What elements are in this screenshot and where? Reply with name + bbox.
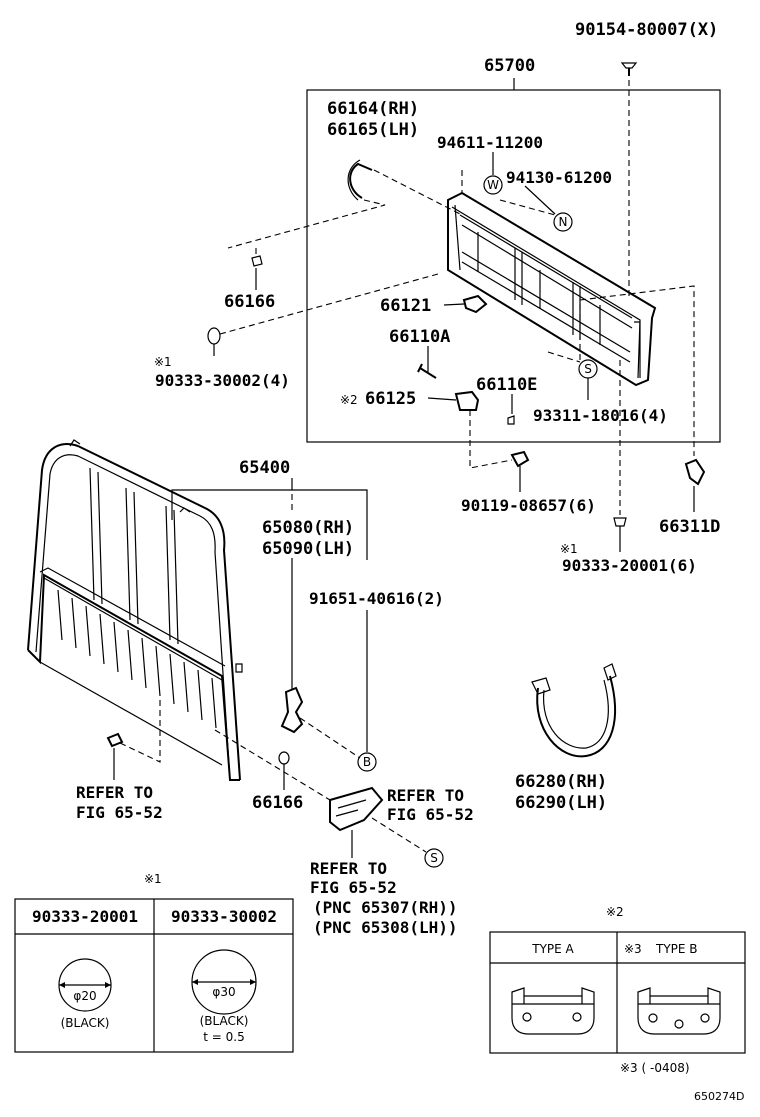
label-66165: 66165(LH) bbox=[327, 120, 419, 140]
label-65090: 65090(LH) bbox=[262, 539, 354, 559]
type-table bbox=[489, 931, 746, 1054]
refer-bottom-line2: FIG 65-52 bbox=[310, 878, 397, 897]
screw-90154-icon bbox=[620, 62, 638, 76]
refer-mid-line1: REFER TO bbox=[387, 786, 464, 805]
tailgate-panel-icon bbox=[447, 191, 657, 387]
label-66166-bottom: 66166 bbox=[252, 793, 303, 813]
hook-66164-icon bbox=[347, 159, 373, 201]
frame-dash-right bbox=[214, 729, 331, 801]
refer-left-line1: REFER TO bbox=[76, 783, 153, 802]
clamp-66311d-icon bbox=[684, 458, 706, 486]
clip-66110e-icon bbox=[507, 415, 515, 425]
label-90333-30002: 90333-30002(4) bbox=[155, 371, 290, 390]
type-table-note-mark: ※2 bbox=[606, 905, 624, 919]
label-90119: 90119-08657(6) bbox=[461, 496, 596, 515]
rear-guard-frame-icon bbox=[27, 439, 243, 781]
circle-b-mark bbox=[357, 752, 377, 772]
refer-left-line2: FIG 65-52 bbox=[76, 803, 163, 822]
n-leader bbox=[524, 185, 556, 215]
circle-w-mark bbox=[483, 175, 503, 195]
plug-col2-header: 90333-30002 bbox=[171, 907, 277, 926]
label-93311: 93311-18016(4) bbox=[533, 406, 668, 425]
circle-s-top-text: S bbox=[584, 362, 592, 376]
pad-66166-bottom-icon bbox=[278, 751, 290, 765]
hinge-type-b-icon bbox=[637, 987, 721, 1035]
refer-bottom-line4: (PNC 65308(LH)) bbox=[313, 918, 458, 937]
pin-66110a-icon bbox=[417, 363, 437, 379]
circle-w-text: W bbox=[487, 178, 499, 192]
plug-col1-dia: φ20 bbox=[73, 989, 96, 1003]
plug-30-circle-icon bbox=[191, 949, 257, 1015]
hook-dash-1 bbox=[373, 169, 463, 216]
circle-s-bottom-mark bbox=[424, 848, 444, 868]
label-90333-20001: 90333-20001(6) bbox=[562, 556, 697, 575]
plug-col1-header: 90333-20001 bbox=[32, 907, 138, 926]
plug-dash bbox=[219, 273, 439, 335]
bracket-leader bbox=[443, 303, 465, 306]
label-66121: 66121 bbox=[380, 296, 431, 316]
plate-66125-icon bbox=[454, 390, 480, 411]
label-66110e: 66110E bbox=[476, 375, 537, 395]
panel-dash-b bbox=[499, 199, 556, 216]
label-66166-top: 66166 bbox=[224, 292, 275, 312]
assembly-65400-bracket bbox=[171, 489, 368, 560]
frame-dash-left bbox=[117, 700, 161, 763]
label-65700: 65700 bbox=[484, 56, 535, 76]
plate-leader bbox=[427, 397, 457, 401]
bolt-90119-icon bbox=[510, 450, 530, 468]
label-66125: 66125 bbox=[365, 389, 416, 409]
label-66164: 66164(RH) bbox=[327, 99, 419, 119]
grommet-icon bbox=[106, 732, 124, 748]
label-65080: 65080(RH) bbox=[262, 518, 354, 538]
label-91651: 91651-40616(2) bbox=[309, 589, 444, 608]
plug-col2-thickness: t = 0.5 bbox=[203, 1030, 244, 1044]
refer-mid-line2: FIG 65-52 bbox=[387, 805, 474, 824]
label-66280: 66280(RH) bbox=[515, 772, 607, 792]
panel-dash-c bbox=[547, 351, 581, 363]
hinge-type-a-icon bbox=[511, 987, 595, 1035]
refer-bottom-line1: REFER TO bbox=[310, 859, 387, 878]
plug-col2-color: (BLACK) bbox=[200, 1014, 249, 1028]
circle-n-text: N bbox=[559, 215, 568, 229]
label-65400: 65400 bbox=[239, 458, 290, 478]
hinge-s-dash bbox=[371, 817, 427, 853]
plug-col1-color: (BLACK) bbox=[61, 1016, 110, 1030]
loop-66280-icon bbox=[531, 663, 617, 758]
note-2-left: ※2 bbox=[340, 393, 358, 407]
circle-b-text: B bbox=[363, 755, 371, 769]
label-66290: 66290(LH) bbox=[515, 793, 607, 813]
note-1-left: ※1 bbox=[154, 355, 172, 369]
plug-90333-20001-icon bbox=[613, 517, 627, 527]
pad-66166-top-icon bbox=[251, 255, 263, 267]
diagram-code: 650274D bbox=[694, 1090, 744, 1103]
hook-dash-2 bbox=[227, 199, 386, 249]
plug-90333-30002-icon bbox=[207, 327, 221, 345]
range-note: ※3 ( -0408) bbox=[620, 1061, 690, 1075]
bolt-90119-dash bbox=[469, 410, 513, 469]
plug-table-note-mark: ※1 bbox=[144, 872, 162, 886]
hook-b-dash bbox=[299, 717, 361, 759]
label-screw-90154: 90154-80007(X) bbox=[575, 20, 718, 40]
plug-col2-dia: φ30 bbox=[212, 985, 235, 999]
circle-s-bottom-text: S bbox=[430, 851, 438, 865]
bracket-66121-icon bbox=[462, 294, 488, 314]
label-66110a: 66110A bbox=[389, 327, 450, 347]
plug-table bbox=[14, 898, 294, 1053]
hinge-bracket-icon bbox=[329, 786, 384, 832]
label-94611: 94611-11200 bbox=[437, 133, 543, 152]
hook-65080-icon bbox=[280, 686, 304, 734]
note-1-right: ※1 bbox=[560, 542, 578, 556]
refer-bottom-line3: (PNC 65307(RH)) bbox=[313, 898, 458, 917]
label-94130: 94130-61200 bbox=[506, 168, 612, 187]
circle-n-mark bbox=[553, 212, 573, 232]
s-top-dash bbox=[579, 285, 695, 456]
type-b-note-mark: ※3 bbox=[624, 942, 642, 956]
label-66311d: 66311D bbox=[659, 517, 720, 537]
plug-20-circle-icon bbox=[58, 958, 112, 1012]
type-b-header: TYPE B bbox=[655, 942, 698, 956]
type-a-header: TYPE A bbox=[531, 942, 574, 956]
